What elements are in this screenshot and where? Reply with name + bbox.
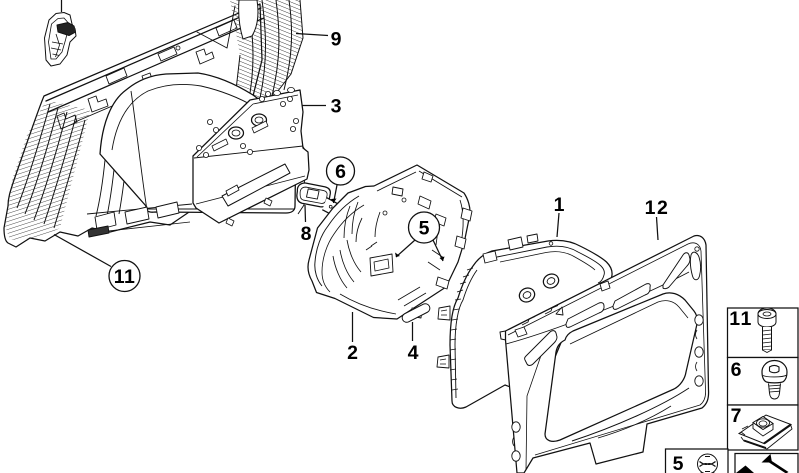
svg-text:5: 5	[419, 218, 430, 240]
svg-text:1: 1	[554, 194, 565, 216]
svg-text:12: 12	[645, 197, 670, 219]
svg-text:2: 2	[347, 342, 358, 364]
svg-text:8: 8	[301, 223, 312, 245]
svg-text:5: 5	[673, 453, 684, 473]
svg-text:11: 11	[114, 266, 136, 288]
svg-text:3: 3	[331, 96, 342, 118]
svg-text:9: 9	[331, 29, 342, 51]
svg-text:6: 6	[731, 359, 742, 381]
svg-text:7: 7	[731, 405, 742, 427]
svg-text:4: 4	[408, 342, 419, 364]
svg-text:11: 11	[729, 308, 753, 330]
svg-text:6: 6	[335, 161, 346, 183]
